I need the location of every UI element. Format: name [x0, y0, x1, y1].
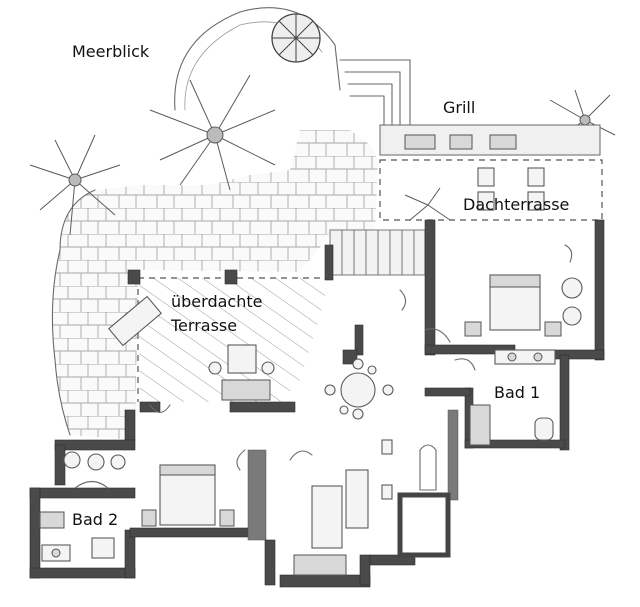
label-ueberdachte: überdachte	[171, 292, 263, 311]
label-bad-2: Bad 2	[72, 510, 119, 529]
label-dachterrasse: Dachterrasse	[463, 195, 570, 214]
palm-tree-icon	[549, 89, 616, 151]
label-meerblick: Meerblick	[72, 42, 150, 61]
bedroom-lower-right	[293, 439, 437, 576]
stairs	[329, 229, 426, 276]
door-swings	[74, 289, 476, 489]
label-grill: Grill	[443, 98, 476, 117]
label-terrasse: Terrasse	[171, 316, 238, 335]
bedroom-lower-left	[141, 464, 235, 527]
bathroom-2	[39, 451, 126, 562]
label-bad-1: Bad 1	[494, 383, 541, 402]
palm-tree-icon	[149, 74, 276, 191]
palm-tree-icon	[29, 134, 121, 236]
palm-tree-icon	[404, 187, 451, 221]
dining-table	[324, 358, 394, 420]
bathroom-1	[469, 349, 556, 446]
walls	[29, 219, 605, 588]
roof-terrace	[379, 159, 603, 221]
bedroom-upper	[464, 244, 583, 337]
grill-area	[379, 124, 601, 156]
umbrella-icon	[271, 13, 321, 63]
covered-terrace	[108, 277, 325, 402]
stone-terrace	[51, 130, 378, 440]
